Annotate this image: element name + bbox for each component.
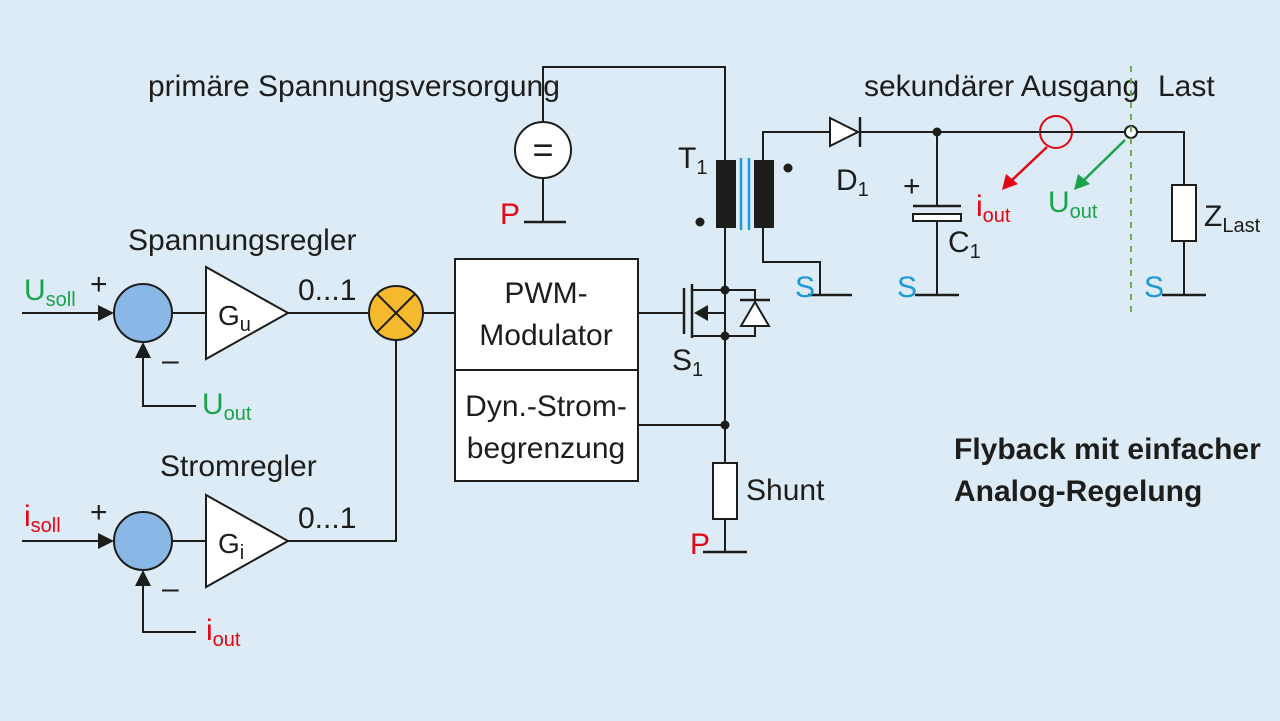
summing-node-current: [113, 511, 173, 571]
transformer-secondary-winding: [754, 160, 774, 228]
label-shunt: Shunt: [746, 474, 825, 507]
source-symbol: =: [532, 129, 553, 170]
summing-node-voltage: [113, 283, 173, 343]
label-isoll: isoll: [24, 500, 61, 537]
wire-iout-feedback: [142, 580, 196, 633]
sum-i-plus: +: [90, 496, 108, 529]
arrow-iout-feedback: [135, 570, 151, 586]
ground-label-p-shunt: P: [690, 528, 710, 561]
label-limit-line2: begrenzung: [467, 432, 625, 465]
label-d1: D1: [836, 164, 869, 201]
label-gi: Gi: [218, 528, 244, 564]
dot-primary: [695, 217, 705, 227]
sum-i-minus: –: [162, 572, 179, 605]
ground-label-s-transformer: S: [795, 271, 815, 304]
arrow-iout-meas: [1009, 146, 1048, 183]
body-diode: [739, 300, 771, 327]
wire-gi-to-mult: [288, 340, 397, 542]
wire-output-to-load: [1137, 131, 1185, 185]
label-uout-feedback: Uout: [202, 388, 252, 425]
label-range-u: 0...1: [298, 274, 356, 307]
pwm-modulator-block: [454, 258, 639, 371]
label-t1: T1: [678, 142, 707, 179]
diagram-title-line1: Flyback mit einfacher: [954, 433, 1261, 466]
arrow-uout-meas-head: [1074, 174, 1090, 190]
label-c1: C1: [948, 226, 981, 263]
label-pwm-line2: Modulator: [479, 319, 612, 352]
label-range-i: 0...1: [298, 502, 356, 535]
diagram-title-line2: Analog-Regelung: [954, 475, 1202, 508]
multiplier-cross-2: [376, 293, 416, 333]
label-iout-feedback: iout: [206, 614, 241, 651]
arrow-uout-feedback: [135, 342, 151, 358]
label-primary-supply: primäre Spannungsversorgung: [148, 70, 560, 103]
label-uout-meas: Uout: [1048, 186, 1098, 223]
load-impedance: [1171, 184, 1197, 242]
capacitor-c1-plate-bottom: [912, 213, 962, 222]
wire-supply-top: [542, 66, 726, 160]
amplifier-gu: [205, 265, 291, 361]
shunt-resistor: [712, 462, 738, 520]
wire-secondary-top: [762, 131, 830, 160]
ground-label-s-cap: S: [897, 271, 917, 304]
label-current-controller: Stromregler: [160, 450, 317, 483]
dot-secondary: [783, 163, 793, 173]
label-limit-line1: Dyn.-Strom-: [465, 390, 627, 423]
transformer-primary-winding: [716, 160, 736, 228]
mosfet-arrow: [694, 305, 708, 321]
capacitor-plus: +: [903, 170, 921, 203]
arrow-iout-meas-head: [1002, 174, 1018, 190]
label-pwm-line1: PWM-: [504, 277, 587, 310]
diode-d1: [829, 116, 861, 148]
ground-label-p-primary: P: [500, 198, 520, 231]
sum-u-minus: –: [162, 344, 179, 377]
wire-uout-feedback: [142, 352, 196, 407]
ground-label-s-load: S: [1144, 271, 1164, 304]
arrow-uout-meas: [1081, 139, 1126, 183]
sum-u-plus: +: [90, 268, 108, 301]
label-load: Last: [1158, 70, 1215, 103]
label-s1: S1: [672, 344, 703, 381]
label-z-last: ZLast: [1204, 200, 1261, 237]
label-voltage-controller: Spannungsregler: [128, 224, 357, 257]
arrow-isoll: [98, 533, 114, 549]
amplifier-gi: [205, 493, 291, 589]
label-iout-meas: iout: [976, 190, 1011, 227]
label-secondary-output: sekundärer Ausgang: [864, 70, 1139, 103]
wire-secondary-bottom: [762, 228, 821, 295]
label-usoll: Usoll: [24, 274, 76, 311]
label-gu: Gu: [218, 300, 251, 336]
arrow-usoll: [98, 305, 114, 321]
